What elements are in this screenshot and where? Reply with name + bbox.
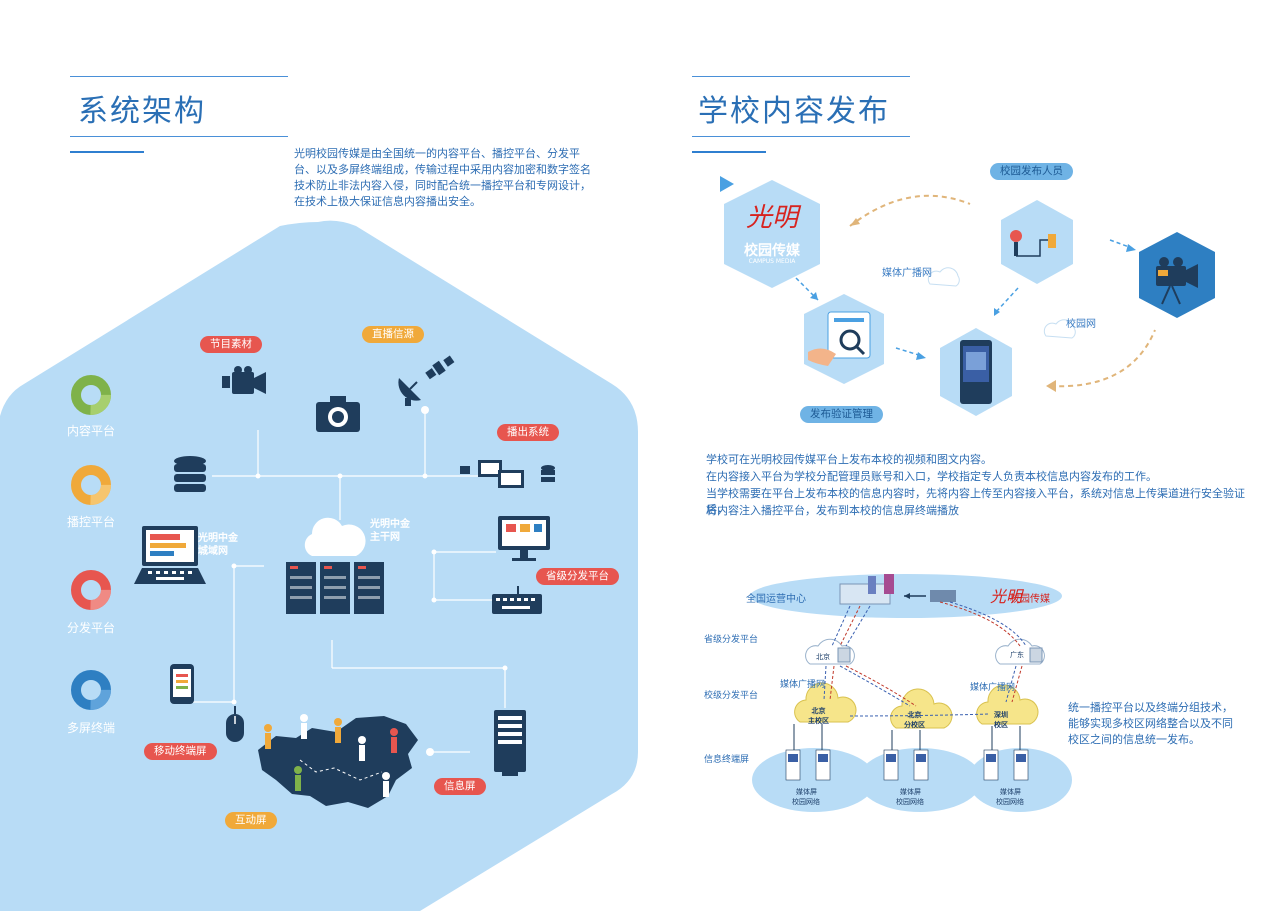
right-title-accent xyxy=(692,151,766,153)
node-guangdong: 广东 xyxy=(1010,651,1024,659)
left-hexagon-background xyxy=(0,220,638,911)
backbone-network-label: 光明中金 主干网 xyxy=(370,519,410,543)
cluster-3-screen-label: 媒体屏 xyxy=(1000,788,1021,796)
ring-label-control: 播控平台 xyxy=(66,515,115,529)
ring-label-multiscreen: 多屏终端 xyxy=(66,721,115,735)
right-page-title: 学校内容发布 xyxy=(698,94,890,129)
ring-distribution-platform-icon xyxy=(71,570,111,610)
left-title-rule-bottom xyxy=(70,136,288,137)
tag-program-material: 节目素材 xyxy=(200,336,262,353)
topology-logo-text: 校园传媒 xyxy=(1010,594,1050,605)
right-paragraph-3: 当学校需要在平台上发布本校的信息内容时，先将内容上传至内容接入平台，系统对信息上… xyxy=(706,487,1245,516)
cloud-icon xyxy=(304,517,366,556)
video-camera-icon xyxy=(222,366,266,394)
ring-control-platform-icon xyxy=(71,465,111,505)
campus-shenzhen: 深圳 校区 xyxy=(994,711,1008,729)
left-intro-text: 光明校园传媒是由全国统一的内容平台、播控平台、分发平台、以及多屏终端组成，传输过… xyxy=(294,147,591,208)
svg-text:光明: 光明 xyxy=(746,203,802,233)
label-media-net-a: 媒体广播网 xyxy=(780,680,826,690)
cluster-1-net-label: 校园网络 xyxy=(792,798,820,806)
topology-note: 统一播控平台以及终端分组技术，能够实现多校区网络整合以及不同校区之间的信息统一发… xyxy=(1068,701,1233,746)
cluster-2-net-label: 校园网络 xyxy=(896,798,924,806)
broadcast-devices-icon xyxy=(460,460,555,488)
tag-interactive-screen: 互动屏 xyxy=(225,812,277,829)
monitor-icon xyxy=(498,516,550,561)
metro-network-label: 光明中金 城域网 xyxy=(198,533,238,557)
cluster-1-screen-label: 媒体屏 xyxy=(796,788,817,796)
right-paragraph-2: 在内容接入平台为学校分配管理员账号和入口，学校指定专人负责本校信息内容发布的工作… xyxy=(706,470,1157,483)
publish-flow-diagram: 光明 xyxy=(720,176,1215,416)
campus-beijing-main: 北京 主校区 xyxy=(808,707,829,725)
info-screen-kiosk-icon xyxy=(494,710,526,776)
database-icon xyxy=(174,456,206,492)
left-title-accent xyxy=(70,151,144,153)
cluster-2-screen-label: 媒体屏 xyxy=(900,788,921,796)
label-campus-net: 校园网 xyxy=(1066,319,1096,330)
network-topology-diagram: 光明 xyxy=(750,574,1072,812)
tag-live-source: 直播信源 xyxy=(362,326,424,343)
row-label-campus: 校级分发平台 xyxy=(704,691,759,701)
satellite-icon xyxy=(398,355,455,406)
row-label-terminal: 信息终端屏 xyxy=(704,755,750,765)
cluster-3-net-label: 校园网络 xyxy=(996,798,1024,806)
left-page-title: 系统架构 xyxy=(78,94,206,129)
mouse-icon xyxy=(226,706,244,742)
row-label-provincial: 省级分发平台 xyxy=(704,635,759,645)
label-national-center: 全国运营中心 xyxy=(746,594,806,605)
node-beijing: 北京 xyxy=(816,653,830,661)
right-title-rule-bottom xyxy=(692,136,910,137)
right-title-rule-top xyxy=(692,76,910,77)
svg-text:光明: 光明 xyxy=(990,587,1025,606)
photo-camera-icon xyxy=(316,396,360,432)
tag-broadcast-system: 播出系统 xyxy=(497,424,559,441)
logo-campus-media-label: 校园传媒 xyxy=(744,243,800,259)
label-media-broadcast-net: 媒体广播网 xyxy=(882,268,932,279)
tag-publish-verify: 发布验证管理 xyxy=(800,406,883,423)
tag-mobile-screen: 移动终端屏 xyxy=(144,743,217,760)
ring-content-platform-icon xyxy=(71,375,111,415)
laptop-icon xyxy=(134,526,206,584)
tag-campus-publisher: 校园发布人员 xyxy=(990,163,1073,180)
tag-info-screen: 信息屏 xyxy=(434,778,486,795)
keyboard-icon xyxy=(492,586,542,614)
ring-label-content: 内容平台 xyxy=(66,424,115,438)
mobile-phone-icon xyxy=(170,664,194,704)
china-map-people-icon xyxy=(258,714,418,808)
server-rack-icon xyxy=(286,562,384,614)
campus-beijing-branch: 北京 分校区 xyxy=(904,711,925,729)
ring-multiscreen-icon xyxy=(71,670,111,710)
right-paragraph-4: 将内容注入播控平台，发布到本校的信息屏终端播放 xyxy=(706,504,959,517)
right-paragraph-1: 学校可在光明校园传媒平台上发布本校的视频和图文内容。 xyxy=(706,453,992,466)
logo-campus-media-sub: CAMPUS MEDIA xyxy=(748,258,796,265)
label-media-net-b: 媒体广播网 xyxy=(970,683,1016,693)
left-title-rule-top xyxy=(70,76,288,77)
ring-label-distribution: 分发平台 xyxy=(66,621,115,635)
tag-provincial-platform: 省级分发平台 xyxy=(536,568,619,585)
